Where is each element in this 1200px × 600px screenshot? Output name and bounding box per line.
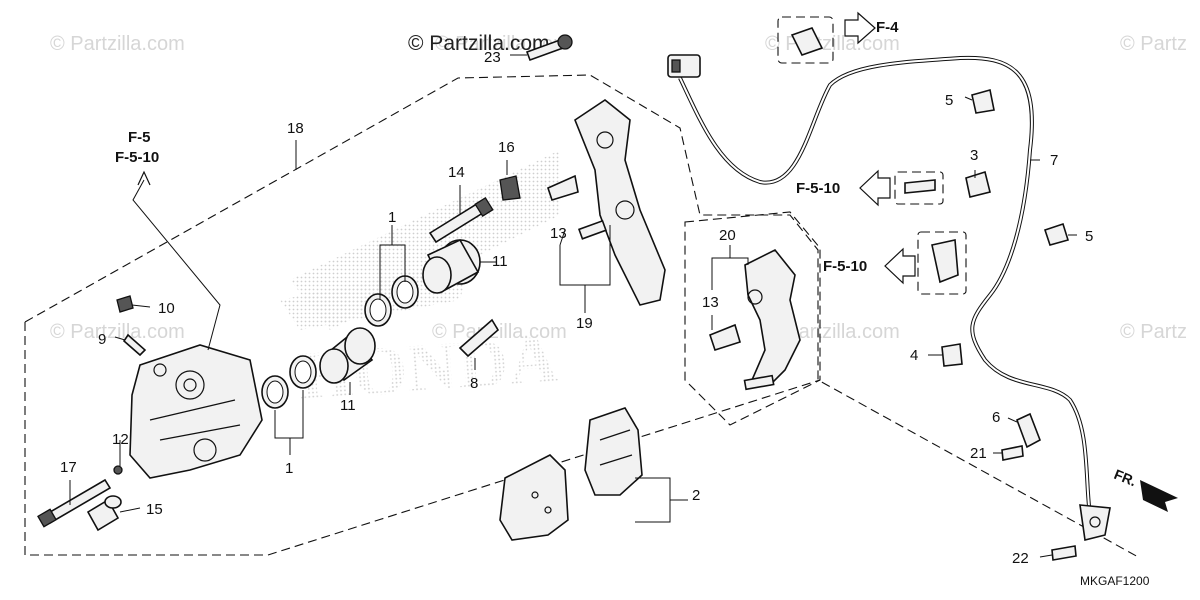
bleeder-cap-part[interactable] xyxy=(116,295,134,313)
piston-large-bottom[interactable] xyxy=(319,327,376,384)
bolt-21-part[interactable] xyxy=(1001,445,1024,461)
piston-large-top[interactable] xyxy=(422,238,481,294)
watermark-top-left: © Partzilla.com xyxy=(50,33,185,55)
pad-spring-left-part[interactable] xyxy=(547,174,579,201)
callout-4: 4 xyxy=(910,347,918,364)
sensor-harness-part[interactable] xyxy=(667,54,1111,541)
callout-7: 7 xyxy=(1050,152,1058,169)
callout-23: 23 xyxy=(484,49,501,66)
dust-boot-part[interactable] xyxy=(499,175,521,201)
seal-ring-bottom-a[interactable] xyxy=(289,355,317,389)
leader-lines xyxy=(69,54,1077,558)
bolt-f5-10-part[interactable] xyxy=(904,179,936,194)
arrow-f5-up-icon xyxy=(137,170,151,186)
copyright-text: © Partzilla.com xyxy=(408,32,550,55)
ref-f5-10-left-label: F-5-10 xyxy=(115,149,159,166)
watermark-mid-left: © Partzilla.com xyxy=(50,321,185,343)
ref-f5-10-mid-label: F-5-10 xyxy=(796,180,840,197)
bleeder-valve-part[interactable] xyxy=(122,333,147,357)
seal-ring-bottom-b[interactable] xyxy=(261,375,289,409)
pad-pin-bolt-part[interactable] xyxy=(37,478,112,528)
callout-13-left: 13 xyxy=(550,225,567,242)
callout-6: 6 xyxy=(992,409,1000,426)
seal-ring-top-b[interactable] xyxy=(364,293,392,327)
slide-pin-part[interactable] xyxy=(428,196,494,244)
arrow-f5-10-lower-icon xyxy=(884,247,916,285)
caliper-bracket-part[interactable] xyxy=(574,99,666,306)
callout-13-right: 13 xyxy=(702,294,719,311)
callout-21: 21 xyxy=(970,445,987,462)
bolt-22-part[interactable] xyxy=(1051,545,1077,561)
clamp-reference-box xyxy=(777,16,834,64)
callout-12: 12 xyxy=(112,431,129,448)
bracket-assembly-outline xyxy=(684,211,821,426)
pin-plug-part[interactable] xyxy=(86,495,122,532)
mounting-bracket-part[interactable] xyxy=(743,248,801,391)
ref-f5-10-lower-label: F-5-10 xyxy=(823,258,867,275)
guide-reference-box xyxy=(917,231,967,295)
callout-18: 18 xyxy=(287,120,304,137)
callout-5-right: 5 xyxy=(1085,228,1093,245)
bolt-23-part[interactable] xyxy=(525,34,573,62)
callout-11-top: 11 xyxy=(492,253,508,270)
watermark-mid-right-b: © Partz xyxy=(1120,321,1187,343)
brake-pad-set-part[interactable] xyxy=(499,407,643,541)
callout-9: 9 xyxy=(98,331,106,348)
callout-8: 8 xyxy=(470,375,478,392)
o-ring-part[interactable] xyxy=(113,465,123,475)
grommet-5-top-part[interactable] xyxy=(971,88,995,114)
callout-15: 15 xyxy=(146,501,163,518)
guide-f5-10-part[interactable] xyxy=(931,239,959,284)
stay-6-part[interactable] xyxy=(1015,412,1041,449)
callout-1-bottom: 1 xyxy=(285,460,293,477)
callout-16: 16 xyxy=(498,139,515,156)
watermark-mid-center: © Partzilla.com xyxy=(432,321,567,343)
arrow-f5-10-left-icon xyxy=(859,169,891,207)
callout-17: 17 xyxy=(60,459,77,476)
bolt-reference-box xyxy=(894,171,944,205)
callout-20: 20 xyxy=(719,227,736,244)
callout-1-top: 1 xyxy=(388,209,396,226)
ref-f4-label: F-4 xyxy=(876,19,899,36)
pad-retainer-part[interactable] xyxy=(458,318,500,358)
front-direction-icon: FR. xyxy=(1112,466,1178,512)
caliper-assembly-outline xyxy=(24,74,1141,559)
ref-f5-label: F-5 xyxy=(128,129,151,146)
pad-spring-right-part[interactable] xyxy=(709,323,741,352)
diagram-code: MKGAF1200 xyxy=(1080,574,1150,588)
watermark-top-right-b: © Partz xyxy=(1120,33,1187,55)
clamp-3-part[interactable] xyxy=(965,170,991,198)
caliper-body-part[interactable] xyxy=(129,344,263,479)
callout-10: 10 xyxy=(158,300,175,317)
arrow-f4-icon xyxy=(844,11,876,45)
front-direction-label: FR. xyxy=(1112,466,1139,489)
clamp-f4-part[interactable] xyxy=(790,27,824,56)
watermark-top-right-a: © Partzilla.com xyxy=(765,33,900,55)
callout-2: 2 xyxy=(692,487,700,504)
callout-14: 14 xyxy=(448,164,465,181)
callout-19: 19 xyxy=(576,315,593,332)
callout-3: 3 xyxy=(970,147,978,164)
callout-11-bottom: 11 xyxy=(340,397,356,414)
callout-5-top: 5 xyxy=(945,92,953,109)
callout-22: 22 xyxy=(1012,550,1029,567)
grommet-5-right-part[interactable] xyxy=(1043,222,1070,246)
grommet-4-part[interactable] xyxy=(941,343,963,367)
